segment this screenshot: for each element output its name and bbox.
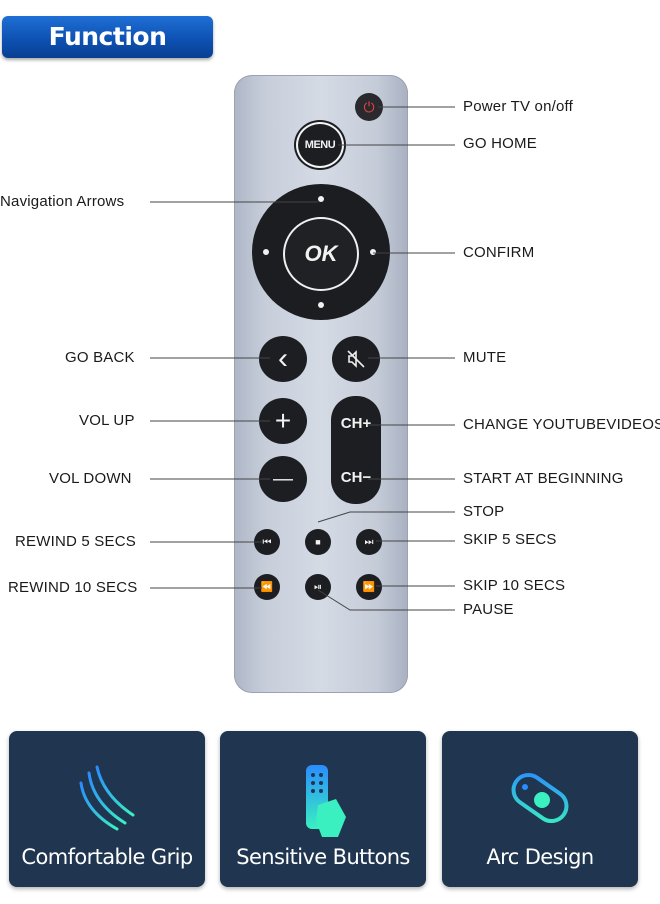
label-go-back: GO BACK — [65, 349, 135, 366]
feature-label: Sensitive Buttons — [236, 845, 410, 869]
next-button[interactable]: ⏭ — [356, 529, 382, 555]
mute-icon — [347, 350, 365, 368]
power-button[interactable]: ⏻ — [355, 93, 383, 121]
dpad-down-dot[interactable] — [318, 302, 324, 308]
feature-label: Arc Design — [486, 845, 594, 869]
previous-button[interactable]: ⏮ — [254, 529, 280, 555]
label-pause: PAUSE — [463, 601, 514, 618]
channel-rocker[interactable]: CH+ CH− — [331, 396, 381, 504]
feature-card-grip: Comfortable Grip — [9, 731, 205, 887]
function-button-badge: Function Buttor — [2, 16, 213, 93]
back-button[interactable]: ‹ — [259, 336, 307, 382]
stop-button[interactable]: ■ — [305, 529, 331, 555]
volume-down-button[interactable]: — — [259, 456, 307, 502]
channel-up-label[interactable]: CH+ — [340, 414, 372, 432]
volume-up-button[interactable]: + — [259, 398, 307, 444]
label-power: Power TV on/off — [463, 98, 574, 115]
feature-card-arc: Arc Design — [442, 731, 638, 887]
label-vol-up: VOL UP — [79, 412, 135, 429]
label-stop: STOP — [463, 503, 505, 520]
label-skip-5: SKIP 5 SECS — [463, 531, 557, 548]
label-skip-10: SKIP 10 SECS — [463, 577, 566, 594]
hand-remote-icon — [306, 765, 346, 837]
label-rewind-5: REWIND 5 SECS — [15, 533, 136, 550]
grip-arc-icon — [79, 765, 135, 831]
rewind-button[interactable]: ⏪ — [254, 574, 280, 600]
label-start-beginning: START AT BEGINNING — [463, 470, 624, 487]
feature-label: Comfortable Grip — [21, 845, 193, 869]
play-pause-button[interactable]: ⏯ — [305, 574, 331, 600]
label-mute: MUTE — [463, 349, 507, 366]
forward-button[interactable]: ⏩ — [356, 574, 382, 600]
dpad-up-dot[interactable] — [318, 196, 324, 202]
label-confirm: CONFIRM — [463, 244, 535, 261]
feature-card-buttons: Sensitive Buttons — [220, 731, 426, 887]
label-change-videos: CHANGE YOUTUBEVIDEOS — [463, 416, 660, 433]
mute-button[interactable] — [332, 336, 380, 382]
label-rewind-10: REWIND 10 SECS — [8, 579, 138, 596]
channel-down-label[interactable]: CH− — [340, 468, 372, 486]
menu-button[interactable]: MENU — [296, 122, 344, 168]
label-vol-down: VOL DOWN — [49, 470, 132, 487]
arc-remote-icon — [511, 772, 569, 824]
dpad-left-dot[interactable] — [263, 249, 269, 255]
dpad-right-dot[interactable] — [370, 249, 376, 255]
ok-button[interactable]: OK — [283, 217, 359, 291]
label-go-home: GO HOME — [463, 135, 537, 152]
label-navigation-arrows: Navigation Arrows — [0, 193, 125, 210]
